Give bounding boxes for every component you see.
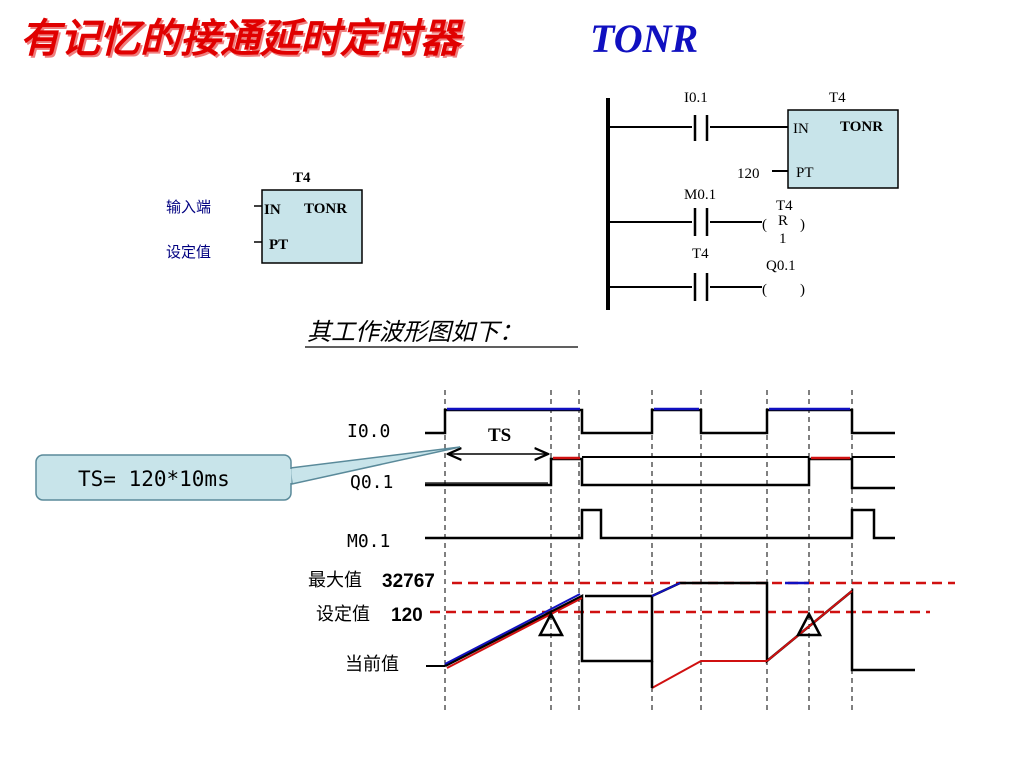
current-value-blue-2 (651, 582, 681, 597)
block-input-label: 输入端 (166, 198, 211, 216)
reset-coil-bottom: 1 (779, 231, 787, 247)
current-value-red-2 (651, 660, 767, 689)
block-setpoint-label: 设定值 (166, 243, 211, 261)
ladder-pt-pin: PT (796, 165, 814, 181)
current-value-red-3 (766, 590, 853, 662)
block-box (261, 189, 363, 264)
max-label: 最大值 (308, 570, 362, 591)
current-value-blue-1 (444, 593, 581, 665)
setpoint-reached-marker-2 (795, 611, 823, 637)
callout-text: TS= 120*10ms (78, 467, 230, 491)
setpoint-label: 设定值 (316, 604, 370, 625)
max-value: 32767 (382, 571, 435, 592)
waveform-q01 (425, 457, 895, 490)
current-label: 当前值 (345, 654, 399, 675)
signal-label-m01: M0.1 (347, 531, 390, 552)
current-value-red-1 (446, 597, 583, 669)
setpoint-value: 120 (391, 605, 423, 626)
block-pt-pin: PT (269, 237, 288, 253)
block-in-pin: IN (264, 202, 281, 218)
reset-coil-close: ) (800, 217, 805, 233)
waveform-m01 (425, 508, 895, 540)
title-chinese: 有记忆的接通延时定时器 (20, 15, 464, 62)
output-coil-close: ) (800, 282, 805, 298)
block-name: T4 (293, 170, 311, 186)
output-coil-open: ( (762, 282, 767, 298)
ts-callout: TS= 120*10ms (35, 446, 461, 501)
reset-coil-mid: R (778, 213, 788, 229)
waveform-heading: 其工作波形图如下： (307, 318, 523, 346)
setpoint-reached-marker-1 (537, 611, 565, 637)
rung1-contact-label: I0.1 (684, 90, 708, 106)
reset-coil-top: T4 (776, 198, 793, 214)
slide-title: 有记忆的接通延时定时器 有记忆的接通延时定时器 TONR (20, 15, 698, 64)
signal-label-i00: I0.0 (347, 421, 390, 442)
timer-block-symbol: T4 IN TONR PT 输入端 设定值 (166, 170, 363, 264)
waveform-diagram: I0.0 Q0.1 M0.1 TS 最大值 32767 设定值 120 (308, 390, 955, 710)
block-type: TONR (304, 201, 347, 217)
ladder-preset: 120 (737, 166, 760, 182)
output-coil-label: Q0.1 (766, 258, 796, 274)
ladder-timer-box (787, 109, 899, 189)
ladder-in-pin: IN (793, 121, 809, 137)
rung3-contact-label: T4 (692, 246, 709, 262)
ladder-timer-name: T4 (829, 90, 846, 106)
title-shadow: 有记忆的接通延时定时器 (22, 17, 466, 64)
ts-label: TS (488, 425, 511, 446)
title-english: TONR (590, 16, 698, 61)
reset-coil-open: ( (762, 217, 767, 233)
rung2-contact-label: M0.1 (684, 187, 716, 203)
signal-label-q01: Q0.1 (350, 472, 393, 493)
ladder-timer-type: TONR (840, 119, 883, 135)
ladder-diagram: I0.1 T4 IN TONR PT 120 M0.1 ( ) T4 R 1 T… (606, 90, 899, 310)
